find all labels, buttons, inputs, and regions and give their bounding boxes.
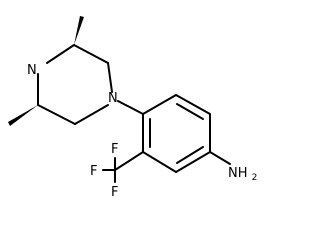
fluorine-left-label: F <box>90 164 97 179</box>
bond-layer <box>37 44 231 183</box>
bond-ch2-c-lower <box>37 104 76 125</box>
amino-group-text: NH <box>228 166 248 181</box>
bond-ring-c4-c5 <box>175 151 211 173</box>
bond-ch2-n <box>107 62 113 93</box>
bond-c-upper-ch2 <box>73 44 109 64</box>
wedge-bond-lower-methyl <box>8 105 38 126</box>
bond-n-ch2-lower <box>74 104 109 125</box>
atom-label-layer: N N NH 2 F F F <box>27 63 257 200</box>
fluorine-bottom-label: F <box>111 185 118 200</box>
bond-ring-cf3 <box>114 151 144 171</box>
bond-n-aryl <box>117 100 144 115</box>
chemical-structure: N N NH 2 F F F <box>8 16 257 200</box>
aryl-piperazine-n-label: N <box>108 91 118 106</box>
wedge-bond-upper-methyl <box>74 16 84 45</box>
bond-nh-c-upper <box>46 44 75 64</box>
bond-ring-c2-c3 <box>175 94 211 115</box>
amino-group-label: NH 2 <box>228 166 257 183</box>
amine-ring-nh-label: N <box>27 63 37 78</box>
amino-subscript-text: 2 <box>252 173 258 183</box>
bond-ring-c5-c6 <box>142 151 177 173</box>
fluorine-top-label: F <box>111 142 118 157</box>
bond-ring-c4-c5-inner <box>176 146 204 164</box>
bond-ring-c1-c2 <box>142 94 177 115</box>
bond-ring-nh2 <box>209 151 231 165</box>
bond-ring-c2-c3-inner <box>176 103 204 120</box>
